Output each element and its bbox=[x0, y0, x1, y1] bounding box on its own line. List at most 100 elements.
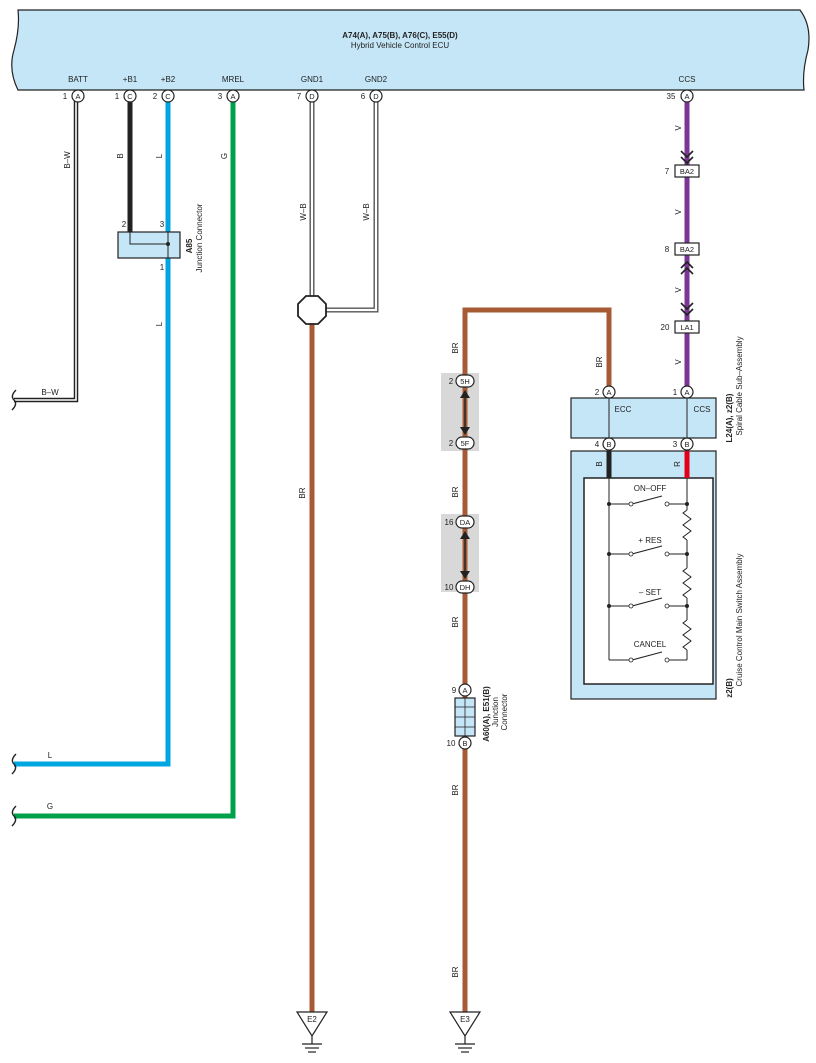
pin-label-batt: BATT bbox=[68, 75, 88, 84]
ground-e2: E2 bbox=[295, 1011, 329, 1053]
cruise-control-main-switch-assembly: B R ON–OFF + bbox=[570, 450, 744, 700]
a60-code: A60(A), E51(B) bbox=[482, 686, 491, 742]
inline-conn-code-5h: 5H bbox=[460, 377, 470, 386]
ccs-conn-code-2: BA2 bbox=[680, 245, 694, 254]
pin-label-gnd1: GND1 bbox=[301, 75, 324, 84]
spiral-pin-ccs-conn: A bbox=[684, 388, 689, 397]
junction-connector-a85: 2 3 1 A85 Junction Connector bbox=[117, 203, 204, 272]
ecu-name: Hybrid Vehicle Control ECU bbox=[351, 41, 449, 50]
pin-label-mrel: MREL bbox=[222, 75, 245, 84]
pin-conn-mrel: A bbox=[230, 92, 235, 101]
wire-color-left-l: L bbox=[48, 751, 53, 760]
inline-connector-5h-5f: 5H 2 5F 2 bbox=[441, 373, 479, 451]
ccs-conn-num-2: 8 bbox=[665, 245, 670, 254]
wire-color-b2-lower: L bbox=[155, 321, 164, 326]
junction-connector-a60-e51: A 9 B 10 A60(A), E51(B) Junction Connect… bbox=[447, 683, 509, 750]
spiral-pin-b-left-conn: B bbox=[606, 440, 611, 449]
a60-pin-bottom-num: 10 bbox=[447, 739, 456, 748]
pin-label-ccs: CCS bbox=[679, 75, 696, 84]
pin-num-gnd2: 6 bbox=[361, 92, 366, 101]
inline-conn-code-da: DA bbox=[460, 518, 470, 527]
wire-b2: L L L bbox=[14, 96, 171, 767]
a85-pin-3: 3 bbox=[160, 220, 165, 229]
wire-mrel: G G bbox=[14, 96, 236, 819]
wire-color-b1: B bbox=[116, 153, 125, 158]
a60-name-1: Junction bbox=[491, 697, 500, 727]
ecu-connectors-label: A74(A), A75(B), A76(C), E55(D) bbox=[342, 31, 458, 40]
pin-num-mrel: 3 bbox=[218, 92, 223, 101]
a85-pin-1: 1 bbox=[160, 263, 165, 272]
a60-pin-bottom-conn: B bbox=[462, 739, 467, 748]
pin-num-batt: 1 bbox=[63, 92, 68, 101]
wire-b1: B bbox=[116, 96, 133, 233]
a85-pin-2: 2 bbox=[122, 220, 127, 229]
wire-color-b2: L bbox=[155, 153, 164, 158]
pin-label-gnd2: GND2 bbox=[365, 75, 388, 84]
a60-pin-top-conn: A bbox=[462, 686, 467, 695]
wire-color-br-5: BR bbox=[298, 487, 307, 498]
spiral-name: Spiral Cable Sub–Assembly bbox=[735, 336, 744, 435]
inline-conn-num-da: 16 bbox=[445, 518, 454, 527]
inline-conn-num-5f: 2 bbox=[449, 439, 454, 448]
spiral-pin-b-left-num: 4 bbox=[595, 440, 600, 449]
ccs-conn-code-1: BA2 bbox=[680, 167, 694, 176]
pin-label-b2: +B2 bbox=[161, 75, 176, 84]
wire-color-gnd2: W–B bbox=[362, 203, 371, 220]
inline-conn-code-5f: 5F bbox=[461, 439, 470, 448]
ground-e2-label: E2 bbox=[307, 1015, 317, 1024]
ccs-connector-ba2-bottom: BA2 8 bbox=[665, 242, 700, 256]
pin-num-b2: 2 bbox=[153, 92, 158, 101]
ecu-pins: A 1 C 1 C 2 A 3 D 7 D 6 A 35 bbox=[63, 89, 694, 103]
wire-gnd2: W–B bbox=[324, 96, 379, 313]
spiral-pin-ecc-conn: A bbox=[606, 388, 611, 397]
wire-color-ecc-side: BR bbox=[595, 356, 604, 367]
pin-num-b1: 1 bbox=[115, 92, 120, 101]
wire-color-ccs-2: V bbox=[674, 209, 683, 215]
wire-color-gnd1: W–B bbox=[299, 203, 308, 220]
switch-name: Cruise Control Main Switch Assembly bbox=[735, 554, 744, 687]
inline-conn-code-dh: DH bbox=[460, 583, 471, 592]
wire-color-ccs-1: V bbox=[674, 125, 683, 131]
spiral-pin-ccs-num: 1 bbox=[673, 388, 678, 397]
wire-color-br-4: BR bbox=[451, 966, 460, 977]
wire-color-br-3: BR bbox=[451, 784, 460, 795]
wire-color-switch-b: B bbox=[595, 461, 604, 466]
ccs-chevrons bbox=[680, 150, 694, 317]
wire-color-left-bw: B–W bbox=[41, 388, 59, 397]
wire-color-mrel: G bbox=[220, 153, 229, 159]
wire-batt: B–W B–W bbox=[14, 96, 79, 403]
switch-set: – SET bbox=[639, 588, 661, 597]
wire-color-left-g: G bbox=[47, 802, 53, 811]
pin-label-b1: +B1 bbox=[123, 75, 138, 84]
inline-conn-num-5h: 2 bbox=[449, 377, 454, 386]
wire-color-switch-r: R bbox=[673, 461, 682, 467]
pin-conn-b2: C bbox=[165, 92, 171, 101]
a85-name: Junction Connector bbox=[195, 203, 204, 272]
inline-conn-num-dh: 10 bbox=[445, 583, 454, 592]
a60-name-2: Connector bbox=[500, 693, 509, 730]
splice-point bbox=[297, 295, 327, 325]
switch-res: + RES bbox=[638, 536, 661, 545]
spiral-cable-sub-assembly: ECC CCS A 2 A 1 B 4 B 3 L24(A), z2(B) Sp… bbox=[570, 336, 744, 451]
switch-cancel: CANCEL bbox=[634, 640, 667, 649]
ccs-connector-ba2-top: BA2 7 bbox=[665, 164, 700, 178]
ccs-conn-num-3: 20 bbox=[661, 323, 670, 332]
wire-gnd1: W–B bbox=[299, 96, 315, 296]
wire-gnd-e2: BR bbox=[298, 322, 315, 1012]
spiral-pin-b-right-conn: B bbox=[684, 440, 689, 449]
a60-pin-top-num: 9 bbox=[452, 686, 457, 695]
spiral-pin-b-right-num: 3 bbox=[673, 440, 678, 449]
switch-code: z2(B) bbox=[725, 678, 734, 698]
pin-num-ccs: 35 bbox=[667, 92, 676, 101]
hybrid-vehicle-control-ecu: A74(A), A75(B), A76(C), E55(D) Hybrid Ve… bbox=[11, 9, 810, 91]
wire-color-ccs-4: V bbox=[674, 359, 683, 365]
wire-break-marks bbox=[11, 389, 17, 827]
ground-e3: E3 bbox=[448, 1011, 482, 1053]
wire-color-batt: B–W bbox=[63, 151, 72, 169]
pin-conn-batt: A bbox=[75, 92, 80, 101]
switch-on-off: ON–OFF bbox=[634, 484, 667, 493]
wire-color-ccs-3: V bbox=[674, 287, 683, 293]
pin-conn-gnd2: D bbox=[373, 92, 379, 101]
wire-color-br-2: BR bbox=[451, 616, 460, 627]
